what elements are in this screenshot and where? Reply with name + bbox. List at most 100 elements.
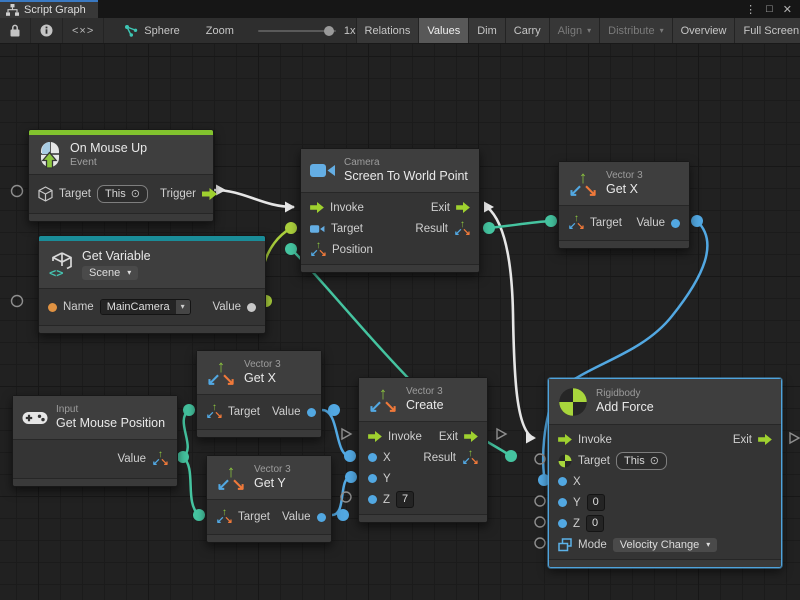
target-value-this[interactable]: This⊙ xyxy=(96,185,148,203)
wire-exit-to-addforce-invoke[interactable] xyxy=(486,205,535,440)
vector3-output-port[interactable]: ↑↙↘ xyxy=(152,449,169,468)
full-screen-button[interactable]: Full Screen xyxy=(734,18,800,43)
distribute-button[interactable]: Distribute▾ xyxy=(599,18,672,43)
vector3-output-port[interactable]: ↑↙↘ xyxy=(454,218,471,238)
target-value-this[interactable]: This⊙ xyxy=(615,451,667,470)
node-vector3-get-y-mid[interactable]: ↑↙↘ Vector 3 Get Y ↑↙↘ Target Value xyxy=(206,455,332,543)
connection-dot[interactable] xyxy=(177,451,189,463)
z-value-field[interactable]: 0 xyxy=(586,515,605,532)
node-get-variable[interactable]: <> Get Variable Scene▾ Name MainCamera▾ … xyxy=(38,235,266,334)
chevron-down-icon: ▾ xyxy=(127,268,132,277)
values-button[interactable]: Values xyxy=(418,18,469,43)
force-mode-dropdown[interactable]: Velocity Change▾ xyxy=(612,537,718,552)
flow-input-port[interactable] xyxy=(310,202,324,213)
x-input-port[interactable] xyxy=(368,453,377,462)
vector3-input-port[interactable]: ↑↙↘ xyxy=(206,402,223,421)
info-button[interactable] xyxy=(31,18,63,43)
wire-variable-to-camera-target[interactable] xyxy=(260,226,292,302)
y-input-port[interactable] xyxy=(368,474,377,483)
relations-button[interactable]: Relations xyxy=(355,18,419,43)
value-output-port[interactable] xyxy=(316,512,326,522)
align-button[interactable]: Align▾ xyxy=(548,18,600,43)
connection-dot[interactable] xyxy=(183,404,195,416)
node-get-mouse-position[interactable]: Input Get Mouse Position Value ↑↙↘ xyxy=(12,395,178,487)
value-output-port[interactable] xyxy=(671,218,680,228)
exit-port-label: Exit xyxy=(438,430,458,443)
code-view-button[interactable]: <×> xyxy=(63,18,105,43)
y-value-field[interactable]: 0 xyxy=(586,494,605,511)
z-input-port[interactable] xyxy=(558,519,567,528)
flow-output-port[interactable] xyxy=(201,188,217,200)
flow-output-port[interactable] xyxy=(758,434,772,445)
unconnected-input-port[interactable] xyxy=(10,294,24,308)
value-output-port[interactable] xyxy=(306,407,316,417)
zoom-slider-knob[interactable] xyxy=(323,25,334,36)
flow-input-port[interactable] xyxy=(368,431,382,442)
connection-dot[interactable] xyxy=(328,404,340,416)
toolbar-buttons: Relations Values Dim Carry Align▾ Distri… xyxy=(355,18,800,43)
wire-getx-value-to-addforce-x[interactable] xyxy=(541,220,709,481)
graph-canvas[interactable]: On Mouse Up Event Target This⊙ Trigger xyxy=(0,44,800,600)
connection-dot[interactable] xyxy=(345,471,357,483)
connection-dot[interactable] xyxy=(344,450,356,462)
rigidbody-port-icon[interactable] xyxy=(558,454,572,468)
unconnected-input-port[interactable] xyxy=(534,516,546,528)
node-add-force[interactable]: Rigidbody Add Force Invoke Exit Target T… xyxy=(548,378,782,568)
maximize-icon[interactable]: □ xyxy=(766,3,773,15)
z-value-field[interactable]: 7 xyxy=(396,491,415,508)
x-port-label: X xyxy=(573,475,581,488)
connection-dot[interactable] xyxy=(285,222,297,234)
unconnected-flow-port[interactable] xyxy=(789,431,800,445)
flow-output-port[interactable] xyxy=(456,202,470,213)
flow-input-port[interactable] xyxy=(558,434,572,445)
x-input-port[interactable] xyxy=(558,477,567,486)
lock-button[interactable] xyxy=(0,18,31,43)
y-input-port[interactable] xyxy=(558,498,567,507)
value-output-port[interactable] xyxy=(247,302,256,312)
node-vector3-create[interactable]: ↑↙↘ Vector 3 Create Invoke Exit X xyxy=(358,377,488,523)
wire-getx-to-create-x[interactable] xyxy=(321,408,351,458)
graph-target-selector[interactable]: Sphere xyxy=(124,18,180,43)
wire-mouse-to-getx-target[interactable] xyxy=(182,408,190,459)
value-port-label: Value xyxy=(281,511,311,523)
vector3-input-port[interactable]: ↑↙↘ xyxy=(568,213,585,232)
connection-dot[interactable] xyxy=(545,215,557,227)
unconnected-input-port[interactable] xyxy=(534,453,546,465)
unconnected-flow-port[interactable] xyxy=(496,427,508,441)
wire-mouse-to-gety-target[interactable] xyxy=(182,456,200,516)
variable-scope-dropdown[interactable]: Scene▾ xyxy=(82,266,139,280)
connection-dot[interactable] xyxy=(691,215,703,227)
z-input-port[interactable] xyxy=(368,495,377,504)
node-screen-to-world-point[interactable]: Camera Screen To World Point Invoke Exit… xyxy=(300,148,480,273)
unconnected-flow-port[interactable] xyxy=(341,427,353,441)
node-on-mouse-up[interactable]: On Mouse Up Event Target This⊙ Trigger xyxy=(28,129,217,222)
lock-icon xyxy=(9,24,21,37)
carry-button[interactable]: Carry xyxy=(504,18,549,43)
unconnected-input-port[interactable] xyxy=(534,495,546,507)
close-icon[interactable]: ✕ xyxy=(782,3,792,16)
camera-port-icon[interactable] xyxy=(310,224,325,234)
unconnected-input-port[interactable] xyxy=(10,184,24,198)
connection-dot[interactable] xyxy=(483,222,495,234)
unconnected-input-port[interactable] xyxy=(534,537,546,549)
connection-dot[interactable] xyxy=(285,243,297,255)
connection-dot[interactable] xyxy=(193,509,205,521)
variable-name-dropdown[interactable]: MainCamera▾ xyxy=(99,299,191,315)
name-input-port[interactable] xyxy=(48,302,57,312)
kebab-menu-icon[interactable]: ⋮ xyxy=(745,3,757,16)
flow-output-port[interactable] xyxy=(464,431,478,442)
connection-dot[interactable] xyxy=(538,474,550,486)
vector3-input-port[interactable]: ↑↙↘ xyxy=(216,507,233,526)
zoom-slider[interactable] xyxy=(257,25,336,36)
tab-script-graph[interactable]: Script Graph xyxy=(0,0,98,18)
vector3-output-port[interactable]: ↑↙↘ xyxy=(462,447,479,467)
vector3-input-port[interactable]: ↑↙↘ xyxy=(310,239,327,259)
overview-button[interactable]: Overview xyxy=(671,18,735,43)
wire-trigger-to-invoke[interactable] xyxy=(213,188,295,209)
dim-button[interactable]: Dim xyxy=(468,18,505,43)
connection-dot[interactable] xyxy=(337,509,349,521)
connection-dot[interactable] xyxy=(505,450,517,462)
unconnected-input-port[interactable] xyxy=(340,491,352,503)
node-vector3-get-x-top[interactable]: ↑↙↘ Vector 3 Get X ↑↙↘ Target Value xyxy=(558,161,690,249)
node-vector3-get-x-mid[interactable]: ↑↙↘ Vector 3 Get X ↑↙↘ Target Value xyxy=(196,350,322,438)
